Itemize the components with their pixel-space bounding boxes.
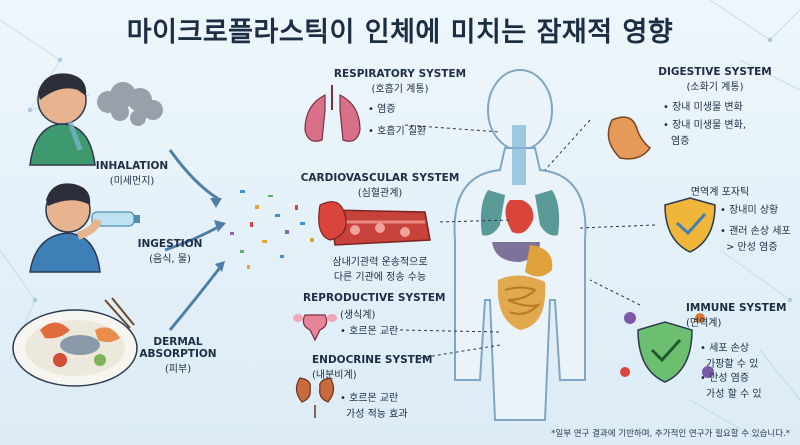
source-ingestion: INGESTION (음식, 물) xyxy=(125,238,215,265)
cardiovascular-item: 다른 기관에 정송 수능 xyxy=(333,272,427,283)
reproductive-organ-icon xyxy=(293,314,337,342)
source-dermal-label-2: ABSORPTION xyxy=(139,348,217,360)
inhalation-person-illustration xyxy=(29,73,163,166)
dashed-connectors xyxy=(399,119,656,359)
seafood-plate-illustration xyxy=(12,297,138,387)
source-inhalation-sub: (미세먼지) xyxy=(109,176,155,187)
digestive-sub: (소화기 계통) xyxy=(686,82,744,93)
respiratory-item: 염증 xyxy=(368,103,426,116)
reproductive-title: REPRODUCTIVE SYSTEM xyxy=(303,292,446,304)
source-dermal-sub: (피부) xyxy=(164,364,192,375)
source-ingestion-sub: (음식, 물) xyxy=(149,254,191,265)
page-title: 마이크로플라스틱이 인체에 미치는 잠재적 영향 xyxy=(126,17,674,48)
cardiovascular-list: 삼내기관력 운송적으로 다른 기관에 정송 수능 xyxy=(305,253,455,283)
respiratory-title: RESPIRATORY SYSTEM xyxy=(333,68,467,80)
respiratory-sub: (호흡기 계통) xyxy=(371,84,429,95)
endocrine-sub: (내분비계) xyxy=(312,370,357,381)
digestive-title: DIGESTIVE SYSTEM xyxy=(658,66,772,78)
endocrine-organ-icon xyxy=(295,377,335,418)
reproductive-sub: (생식계) xyxy=(340,310,376,321)
source-arrowheads xyxy=(210,198,226,272)
cardiovascular-item: 삼내기관력 운송적으로 xyxy=(332,257,428,268)
endocrine-title: ENDOCRINE SYSTEM xyxy=(312,354,433,366)
immune-item: 세포 손상 xyxy=(700,342,762,355)
reproductive-item: 호르몬 교란 xyxy=(340,325,398,338)
immune-item: 가팡할 수 있 xyxy=(706,359,759,370)
immune-hub-item: 장내미 상황 xyxy=(720,204,791,217)
lungs-icon xyxy=(304,85,361,142)
source-inhalation-label: INHALATION xyxy=(95,160,169,172)
shield-icon xyxy=(664,197,716,253)
digestive-item: 장내 미생물 변화 xyxy=(663,101,746,114)
digestive-list: 장내 미생물 변화 장내 미생물 변화, 염증 xyxy=(663,101,746,147)
immune-item: 만성 염증 xyxy=(700,372,762,385)
immune-shield-icon xyxy=(620,312,714,383)
endocrine-item: 가성 적능 효과 xyxy=(346,409,408,420)
immune-item: 가성 할 수 있 xyxy=(706,389,762,400)
immune-hub-item: 괜러 손상 세포 xyxy=(720,225,791,238)
immune-hub-header: 면역계 포자틱 xyxy=(670,183,770,198)
cardiovascular-sub: (심혈관계) xyxy=(357,188,403,199)
reproductive-header: REPRODUCTIVE SYSTEM xyxy=(303,292,445,304)
immune-title: IMMUNE SYSTEM xyxy=(686,302,787,314)
source-inhalation: INHALATION (미세먼지) xyxy=(82,160,182,187)
endocrine-item: 호르몬 교란 xyxy=(340,392,408,405)
blood-vessel-icon xyxy=(318,201,431,246)
immune-hub-item: > 만성 염증 xyxy=(726,242,778,253)
footnote: *일부 연구 결과에 기반하며, 추가적인 연구가 필요할 수 있습니다.* xyxy=(551,429,790,439)
digestive-item: 염증 xyxy=(671,136,690,147)
reproductive-details: (생식계) 호르몬 교란 xyxy=(340,306,398,338)
immune-hub-list: 장내미 상황 괜러 손상 세포 > 만성 염증 xyxy=(720,204,791,253)
digestive-item: 장내 미생물 변화, xyxy=(663,119,746,132)
digestive-header: DIGESTIVE SYSTEM (소화기 계통) xyxy=(650,66,780,93)
respiratory-item: 호흡기 질환 xyxy=(368,125,426,138)
source-ingestion-label: INGESTION xyxy=(137,238,203,250)
microplastic-particles xyxy=(230,190,314,269)
respiratory-list: 염증 호흡기 질환 xyxy=(368,103,426,138)
respiratory-header: RESPIRATORY SYSTEM (호흡기 계통) xyxy=(325,68,475,95)
endocrine-list: 호르몬 교란 가성 적능 효과 xyxy=(340,392,408,420)
ingestion-person-illustration xyxy=(29,183,140,273)
human-body-figure xyxy=(453,69,587,421)
stomach-icon xyxy=(607,116,652,160)
cardiovascular-title: CARDIOVASCULAR SYSTEM xyxy=(300,172,460,184)
immune-hub-title: 면역계 포자틱 xyxy=(690,187,750,198)
immune-sub: (면역계) xyxy=(686,318,722,329)
endocrine-header: ENDOCRINE SYSTEM (내분비계) xyxy=(312,354,432,381)
immune-header: IMMUNE SYSTEM (면역계) xyxy=(686,302,786,329)
cardiovascular-header: CARDIOVASCULAR SYSTEM (심혈관계) xyxy=(300,172,460,199)
source-dermal-label: DERMAL xyxy=(153,336,203,348)
immune-list: 세포 손상 가팡할 수 있 만성 염증 가성 할 수 있 xyxy=(700,342,762,400)
source-dermal: DERMAL ABSORPTION (피부) xyxy=(128,336,228,375)
